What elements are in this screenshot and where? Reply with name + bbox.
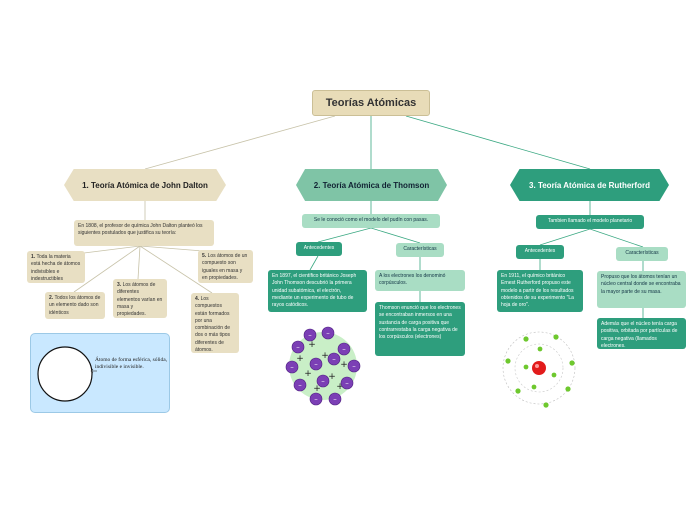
rutherford-antecedentes-label[interactable]: Antecedentes bbox=[516, 245, 564, 259]
svg-text:+: + bbox=[313, 384, 321, 394]
svg-text:+: + bbox=[336, 382, 344, 392]
svg-text:+: + bbox=[296, 354, 304, 364]
postulate-1[interactable]: 1. Toda la materia está hecha de átomos … bbox=[27, 251, 85, 283]
thomson-caracteristica-1[interactable]: A los electrones los denominó corpúsculo… bbox=[375, 270, 465, 291]
postulate-number: 5. bbox=[202, 253, 207, 259]
postulate-2[interactable]: 2. Todos los átomos de un elemento dado … bbox=[45, 292, 105, 319]
rutherford-antecedentes-text[interactable]: En 1911, el químico británico Ernest Rut… bbox=[497, 270, 583, 312]
postulate-number: 4. bbox=[195, 296, 200, 302]
rutherford-caracteristica-2[interactable]: Además que el núcleo tenía carga positiv… bbox=[597, 318, 686, 349]
thomson-antecedentes-label[interactable]: Antecedentes bbox=[296, 242, 342, 256]
postulate-text: Todos los átomos de un elemento dado son… bbox=[49, 295, 101, 316]
thomson-heading[interactable]: 2. Teoría Atómica de Thomson bbox=[296, 169, 447, 201]
thomson-antecedentes-text[interactable]: En 1897, el científico británico Joseph … bbox=[268, 270, 367, 312]
svg-text:–: – bbox=[298, 381, 302, 389]
svg-text:–: – bbox=[314, 360, 318, 368]
postulate-number: 3. bbox=[117, 282, 122, 288]
thomson-caracteristicas-label[interactable]: Características bbox=[396, 243, 444, 257]
svg-text:–: – bbox=[332, 355, 336, 363]
rutherford-heading[interactable]: 3. Teoría Atómica de Rutherford bbox=[510, 169, 669, 201]
svg-text:–: – bbox=[314, 395, 318, 403]
svg-text:+: + bbox=[321, 351, 329, 361]
svg-text:–: – bbox=[290, 363, 294, 371]
dalton-heading[interactable]: 1. Teoría Atómica de John Dalton bbox=[64, 169, 226, 201]
svg-text:+: + bbox=[304, 369, 312, 379]
dalton-atom-image: Átomo de forma esférica, sólida, indivis… bbox=[30, 333, 170, 413]
svg-text:–: – bbox=[321, 377, 325, 385]
postulate-number: 1. bbox=[31, 254, 36, 260]
svg-text:+: + bbox=[308, 340, 316, 350]
postulate-3[interactable]: 3. Los átomos de diferentes elementos va… bbox=[113, 279, 167, 318]
svg-text:–: – bbox=[352, 362, 356, 370]
svg-text:+: + bbox=[340, 360, 348, 370]
svg-text:–: – bbox=[345, 379, 349, 387]
svg-text:–: – bbox=[342, 345, 346, 353]
svg-text:–: – bbox=[326, 329, 330, 337]
dalton-intro[interactable]: En 1808, el profesor de química John Dal… bbox=[74, 220, 214, 246]
svg-text:+: + bbox=[328, 372, 336, 382]
thomson-caracteristica-2[interactable]: Thomson enunció que los electrones se en… bbox=[375, 302, 465, 356]
rutherford-subtitle[interactable]: Tambien llamado el modelo planetario bbox=[536, 215, 644, 229]
svg-text:–: – bbox=[333, 395, 337, 403]
solid-sphere-icon bbox=[37, 346, 97, 402]
thomson-subtitle[interactable]: Se le conoció como el modelo del pudín c… bbox=[302, 214, 440, 228]
dalton-image-caption: Átomo de forma esférica, sólida, indivis… bbox=[95, 357, 168, 371]
svg-text:–: – bbox=[296, 343, 300, 351]
root-title[interactable]: Teorías Atómicas bbox=[312, 90, 430, 116]
postulate-text: Los átomos de un compuesto son iguales e… bbox=[202, 253, 248, 281]
svg-text:–: – bbox=[308, 331, 312, 339]
rutherford-caracteristica-1[interactable]: Propuso que los átomos tenían un núcleo … bbox=[597, 271, 686, 308]
rutherford-caracteristicas-label[interactable]: Características bbox=[616, 247, 668, 261]
planetary-atom-icon bbox=[502, 331, 576, 408]
postulate-text: Toda la materia está hecha de átomos ind… bbox=[31, 254, 81, 282]
postulate-text: Los compuestos están formados por una co… bbox=[195, 296, 231, 353]
postulate-5[interactable]: 5. Los átomos de un compuesto son iguale… bbox=[198, 250, 253, 283]
postulate-text: Los átomos de diferentes elementos varía… bbox=[117, 282, 163, 317]
postulate-4[interactable]: 4. Los compuestos están formados por una… bbox=[191, 293, 239, 353]
postulate-number: 2. bbox=[49, 295, 54, 301]
plum-pudding-atom-icon: +++ +++ ++ ––– ––– ––– ––– – bbox=[285, 326, 361, 406]
